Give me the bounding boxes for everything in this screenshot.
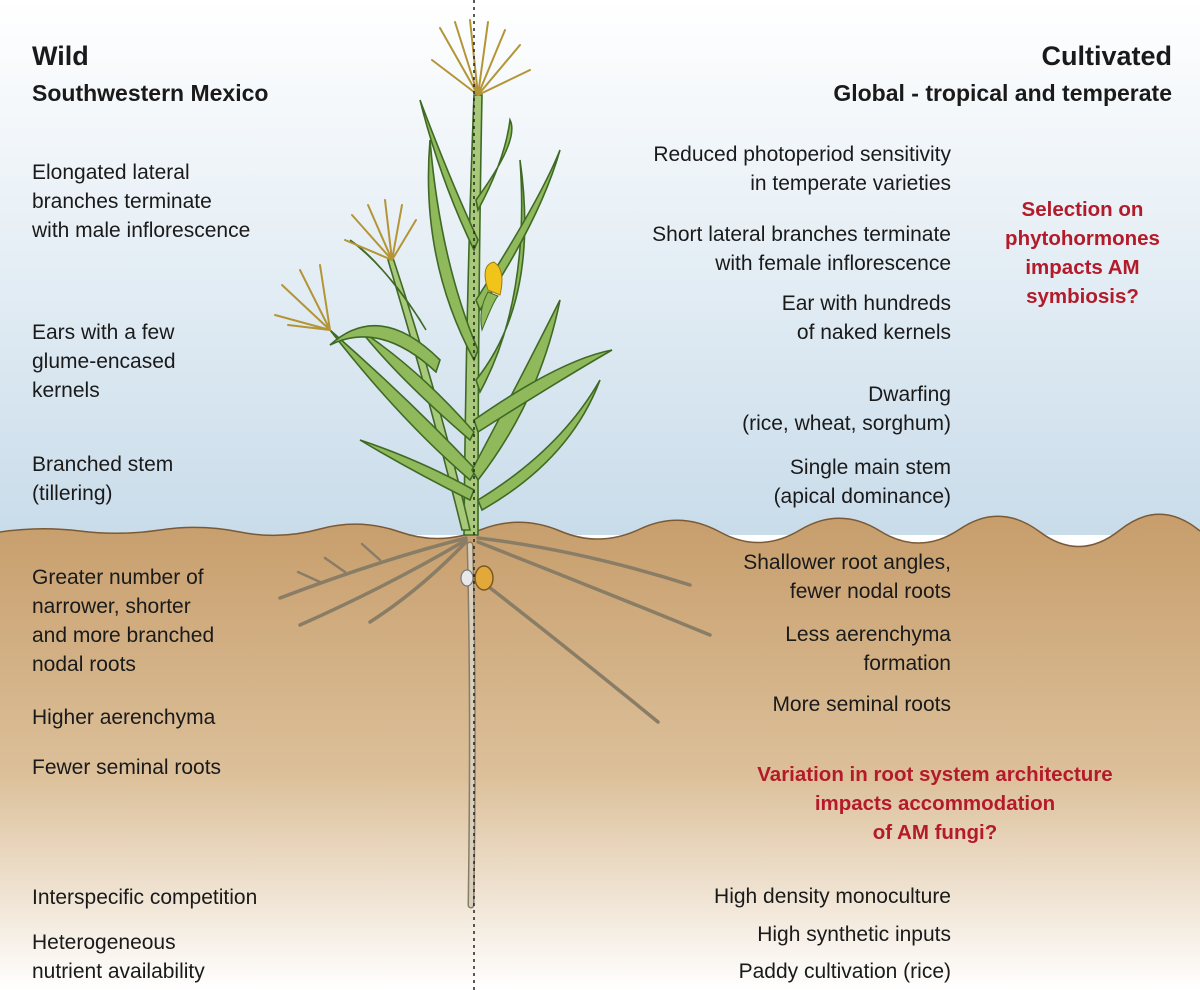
leaf (359, 439, 476, 502)
cultivated-trait-ear: Ear with hundreds of naked kernels (781, 292, 951, 344)
leaf (477, 379, 601, 512)
seminal-root-right (478, 578, 660, 724)
leaf (473, 349, 613, 434)
maize-plant (329, 94, 613, 536)
cultivated-title: Cultivated (1041, 41, 1172, 71)
wild-env-competition: Interspecific competition (32, 886, 258, 909)
wild-trait-ears: Ears with a few glume-encased kernels (32, 321, 176, 402)
wild-subtitle: Southwestern Mexico (32, 80, 269, 106)
cultivated-root-aerenchyma: Less aerenchyma formation (785, 623, 951, 675)
cultivated-env-inputs: High synthetic inputs (757, 923, 951, 946)
cultivated-env-paddy: Paddy cultivation (rice) (738, 960, 951, 983)
cultivated-trait-stem: Single main stem (apical dominance) (773, 456, 951, 508)
nodal-root-left-2 (298, 538, 468, 627)
wild-root-aerenchyma: Higher aerenchyma (32, 706, 216, 729)
cultivated-trait-branches: Short lateral branches terminate with fe… (652, 223, 951, 275)
seed-husk (460, 569, 474, 587)
sky-region (0, 0, 1200, 535)
soil-region (0, 514, 1200, 990)
nodal-root-right-2 (476, 540, 712, 637)
nodal-root-right-1 (476, 536, 692, 587)
wild-title: Wild (32, 41, 89, 71)
question-phytohormones: Selection on phytohormones impacts AM sy… (1005, 198, 1160, 308)
leaf (475, 117, 513, 213)
leaf (427, 139, 479, 362)
leaf (475, 159, 526, 395)
wild-env-nutrients: Heterogeneous nutrient availability (32, 931, 205, 983)
cultivated-subtitle: Global - tropical and temperate (833, 80, 1172, 106)
cultivated-root-seminal: More seminal roots (772, 693, 951, 716)
cultivated-trait-photoperiod: Reduced photoperiod sensitivity in tempe… (653, 143, 951, 195)
wild-root-seminal: Fewer seminal roots (32, 756, 222, 779)
leaf (349, 239, 427, 331)
soil-surface-line (0, 513, 1200, 548)
seed (474, 565, 494, 591)
ear (480, 261, 503, 332)
cultivated-trait-dwarfing: Dwarfing (rice, wheat, sorghum) (742, 383, 951, 435)
root-system (278, 536, 712, 909)
nodal-root-left-1 (278, 536, 468, 600)
nodal-root-left-3 (368, 540, 468, 624)
leaf (329, 324, 441, 374)
leaf (419, 99, 479, 252)
wild-root-nodal: Greater number of narrower, shorter and … (32, 566, 215, 676)
wild-trait-branches: Elongated lateral branches terminate wit… (32, 161, 251, 242)
question-root-architecture: Variation in root system architecture im… (757, 763, 1113, 844)
wild-trait-stem: Branched stem (tillering) (32, 453, 174, 505)
cultivated-root-angles: Shallower root angles, fewer nodal roots (743, 551, 951, 603)
cultivated-env-monoculture: High density monoculture (714, 885, 951, 908)
